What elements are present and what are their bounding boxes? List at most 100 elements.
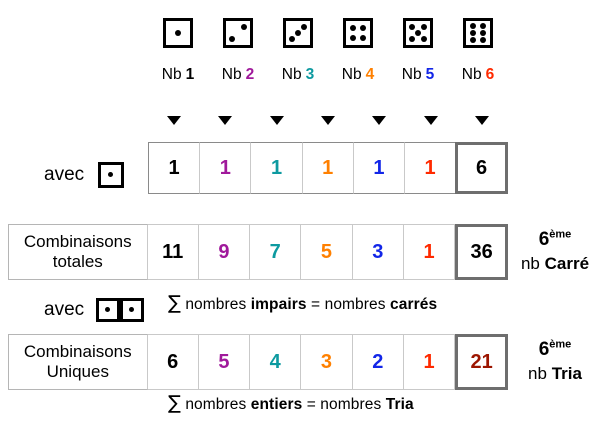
die-4-icon	[343, 18, 373, 48]
die-pip	[479, 36, 486, 43]
nb-number-6: 6	[485, 66, 495, 83]
die-pip	[129, 307, 135, 312]
triangle-down-icon	[269, 116, 284, 125]
dice-pair	[96, 298, 145, 322]
ordinal-number-carre: 6	[538, 229, 550, 250]
triangle-down-icon	[320, 116, 335, 125]
avec-one-die-group: avec	[44, 155, 125, 195]
arrow-markers-row	[148, 116, 508, 130]
die-pip	[349, 24, 356, 31]
row-label-combinaisons-uniques: Combinaisons Uniques	[8, 334, 148, 390]
cell-nb4: 1	[301, 142, 353, 194]
formula-entiers-tria: ∑ nombres entiers = nombres Tria	[168, 392, 414, 414]
die-cell-5	[388, 14, 448, 52]
triangle-down-icon	[218, 116, 233, 125]
row-label-line1: Combinaisons	[23, 232, 132, 252]
ordinal-carre: 6ème	[512, 228, 598, 252]
formula1-part1: nombres	[185, 296, 247, 313]
nb-prefix-5: Nb	[401, 66, 422, 83]
die-pip	[470, 30, 477, 36]
arrow-cell-1	[148, 116, 199, 130]
die-pip	[420, 24, 427, 31]
die-pip	[229, 35, 236, 42]
nb-number-5: 5	[425, 66, 435, 83]
die-pip	[349, 35, 356, 42]
formula2-part2: nombres	[320, 396, 382, 413]
totales-cell-nb6: 1	[403, 224, 456, 280]
sigma-icon-1: ∑	[168, 292, 181, 314]
uniques-cell-nb1: 6	[147, 334, 199, 390]
cell-nb1: 1	[148, 142, 200, 194]
uniques-cell-nb4: 3	[301, 334, 353, 390]
triangle-down-icon	[423, 116, 438, 125]
totales-cell-nb1: 11	[147, 224, 199, 280]
die-cell-4	[328, 14, 388, 52]
nb-number-2: 2	[245, 66, 255, 83]
nb-label-6: Nb 6	[448, 63, 508, 87]
die-cell-2	[208, 14, 268, 52]
nb-kind-tria: nb Tria	[512, 363, 598, 384]
nb-label-2: Nb 2	[208, 63, 268, 87]
arrow-cell-3	[251, 116, 302, 130]
triangle-down-icon	[166, 116, 181, 125]
row-label-line2: Uniques	[46, 362, 109, 381]
avec-die-b-icon	[120, 298, 145, 322]
kind-word-carre: Carré	[544, 253, 590, 273]
arrow-cell-2	[199, 116, 250, 130]
arrow-cell-6	[405, 116, 456, 130]
triangle-down-icon	[372, 116, 387, 125]
arrow-cell-4	[302, 116, 353, 130]
formula1-part2: nombres	[324, 296, 386, 313]
die-5-icon	[403, 18, 433, 48]
die-pip	[479, 30, 486, 36]
row-label-line2: totales	[52, 252, 103, 271]
avec-label-1: avec	[44, 164, 85, 185]
nb-word-tria: nb	[528, 363, 547, 383]
nb-word-carre: nb	[520, 253, 540, 273]
ordinal-tria: 6ème	[512, 338, 598, 362]
avec-die-1-icon	[98, 162, 125, 188]
formula1-equals: =	[311, 296, 321, 313]
uniques-cell-nb5: 2	[352, 334, 404, 390]
die-pip	[415, 30, 421, 36]
die-pip	[420, 35, 427, 42]
die-pip	[175, 30, 181, 36]
cell-nb5: 1	[352, 142, 405, 194]
die-6-icon	[463, 18, 493, 48]
formula1-bold2: carrés	[390, 296, 438, 313]
nb-number-3: 3	[305, 66, 315, 83]
table-combinaisons-totales: Combinaisons totales 11 9 7 5 3 1 36	[8, 224, 509, 280]
totales-cell-total: 36	[455, 224, 509, 280]
nb-label-5: Nb 5	[388, 63, 448, 87]
avec-label-2: avec	[44, 299, 85, 320]
uniques-cell-nb3: 4	[250, 334, 302, 390]
ordinal-number-tria: 6	[538, 339, 550, 360]
cell-nb3: 1	[250, 142, 302, 194]
die-2-icon	[223, 18, 253, 48]
die-cell-1	[148, 14, 208, 52]
die-pip	[360, 35, 367, 42]
die-pip	[360, 24, 367, 31]
uniques-cell-nb2: 5	[198, 334, 251, 390]
nb-kind-carre: nb Carré	[512, 253, 598, 274]
table-combinaisons-uniques: Combinaisons Uniques 6 5 4 3 2 1 21	[8, 334, 509, 390]
die-pip	[470, 23, 477, 30]
ordinal-suffix-carre: ème	[549, 228, 572, 241]
nb-prefix-6: Nb	[461, 66, 482, 83]
nb-prefix-1: Nb	[161, 66, 182, 83]
nb-label-1: Nb 1	[148, 63, 208, 87]
kind-word-tria: Tria	[551, 363, 582, 383]
totales-cell-nb3: 7	[250, 224, 302, 280]
die-pip	[295, 30, 301, 36]
die-pip	[240, 24, 247, 31]
cell-total-single-die: 6	[455, 142, 509, 194]
nb-label-3: Nb 3	[268, 63, 328, 87]
die-pip	[289, 36, 295, 42]
die-pip	[409, 35, 416, 42]
cell-nb2: 1	[199, 142, 251, 194]
nb-prefix-4: Nb	[341, 66, 362, 83]
triangle-down-icon	[475, 116, 490, 125]
side-note-tria: 6ème nb Tria	[512, 338, 598, 384]
formula1-bold1: impairs	[250, 296, 307, 313]
die-pip	[479, 23, 486, 30]
